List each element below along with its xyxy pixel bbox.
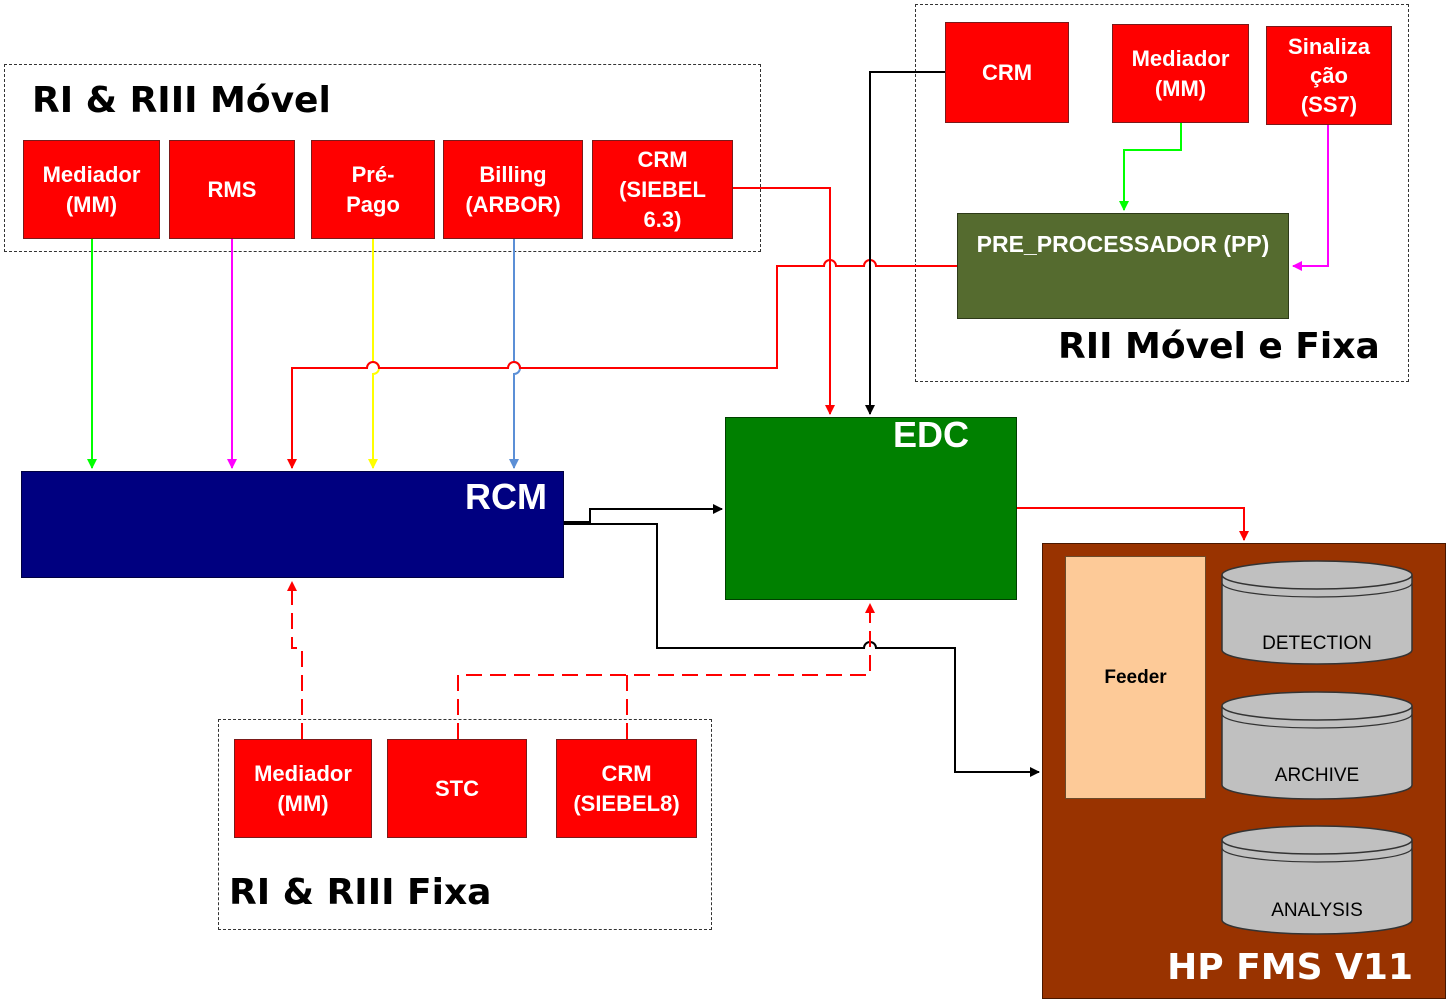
edc-label: EDC — [892, 414, 969, 455]
arrow-ss7-to-pp — [1292, 125, 1329, 271]
arrow-billing-to-rcm — [509, 239, 521, 469]
archive-cylinder: ARCHIVE — [1221, 691, 1413, 800]
group-ri-riii-movel — [4, 64, 761, 252]
crm-siebel8-box: CRM (SIEBEL8) — [556, 739, 697, 838]
rcm-label: RCM — [465, 476, 547, 517]
arrow-mediador-top-to-pp — [1119, 123, 1182, 211]
analysis-cylinder: ANALYSIS — [1221, 825, 1413, 935]
arrow-crm-top-to-edc — [865, 71, 945, 415]
mediador-movel-box: Mediador (MM) — [23, 140, 160, 239]
arrow-prepago-to-rcm — [368, 239, 380, 469]
feeder-box: Feeder — [1065, 556, 1206, 799]
analysis-label: ANALYSIS — [1271, 900, 1363, 921]
rcm-box: RCM — [21, 471, 564, 578]
arrow-mediador-fixa-to-rcm — [287, 581, 303, 739]
arrow-crm63-to-edc — [733, 187, 835, 415]
arrow-pp-to-rcm — [287, 259, 957, 469]
group-rii-movel-fixa — [915, 4, 1409, 382]
arrow-rcm-to-hpfms — [564, 523, 1040, 777]
mediador-top-box: Mediador (MM) — [1112, 24, 1249, 123]
mediador-fixa-box: Mediador (MM) — [234, 739, 372, 838]
archive-label: ARCHIVE — [1275, 765, 1359, 786]
group-title-ri-riii-movel: RI & RIII Móvel — [32, 80, 331, 121]
arrow-stc-crm8-to-edc — [457, 603, 875, 739]
hp-fms-label: HP FMS V11 — [1167, 947, 1413, 988]
crm-top-box: CRM — [945, 22, 1069, 123]
billing-box: Billing (ARBOR) — [443, 140, 583, 239]
group-ri-riii-fixa — [218, 719, 712, 930]
arrow-rcm-to-edc — [564, 504, 723, 523]
arrow-edc-to-hpfms — [1017, 507, 1249, 541]
rms-box: RMS — [169, 140, 295, 239]
pre-processador-box: PRE_PROCESSADOR (PP) — [957, 213, 1289, 319]
detection-label: DETECTION — [1262, 633, 1372, 654]
group-title-rii-movel-fixa: RII Móvel e Fixa — [1058, 326, 1380, 367]
detection-cylinder: DETECTION — [1221, 560, 1413, 665]
edc-box: EDC — [725, 417, 1017, 600]
group-title-ri-riii-fixa: RI & RIII Fixa — [229, 872, 492, 913]
stc-box: STC — [387, 739, 527, 838]
pre-pago-box: Pré- Pago — [311, 140, 435, 239]
crm-siebel63-box: CRM (SIEBEL 6.3) — [592, 140, 733, 239]
sinalizacao-box: Sinaliza ção (SS7) — [1266, 26, 1392, 125]
